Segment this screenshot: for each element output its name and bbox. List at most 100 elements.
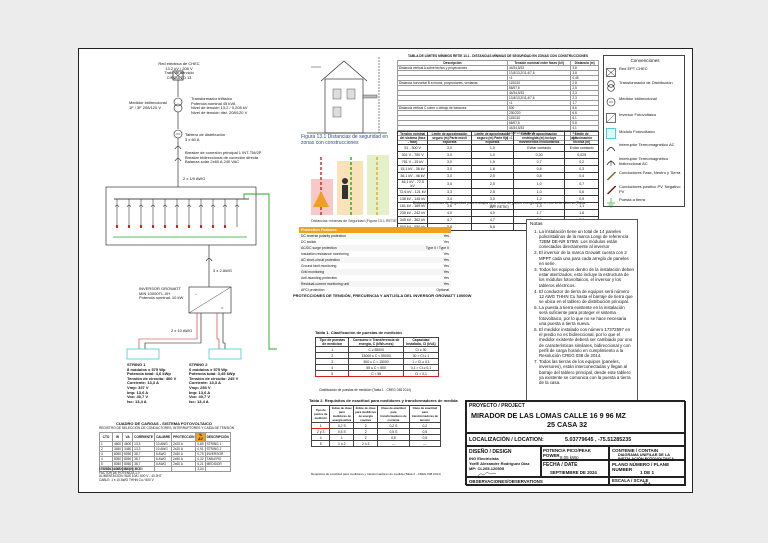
creg-table-1-caption: Clasificación de puestas de medición (Ta…: [319, 388, 411, 392]
breaker-markers: [116, 225, 226, 228]
conductor-row-cell: 8050: [111, 451, 124, 457]
approach-row-cell: 3,0: [427, 151, 472, 159]
date-cell: FECHA / DATE SEPTIEMBRE DE 2024: [541, 460, 609, 477]
approach-table-caption: Distancias mínimas de Seguridad para tra…: [412, 201, 586, 210]
pv-string-2: [208, 348, 242, 360]
safety-figure-caption: Figura 13.1 Distancias de seguridad en z…: [301, 134, 388, 146]
conductor-row-cell: 0,91: [195, 446, 206, 452]
conductor-row-cell: 8050: [111, 461, 124, 467]
approach-row-cell: 72,6 kV - 121 kV: [396, 188, 429, 196]
project-label: PROYECTO / PROJECT: [469, 403, 525, 409]
approach-row-cell: 3,0: [427, 172, 472, 180]
approach-row-cell: 1,0: [470, 144, 514, 152]
ac-breaker-icon: [606, 143, 616, 153]
svg-text:=: =: [221, 305, 224, 310]
approach-row-cell: 4,7: [427, 216, 472, 224]
content-label: CONTENIE / CONTAIN: [612, 448, 659, 453]
creg-table-1-title: Tabla 1. Clasificación de puestas de med…: [315, 330, 402, 335]
approach-row-cell: 5,8: [470, 223, 514, 231]
conductor-row-cell: 8050: [122, 461, 134, 467]
designer-company: ING Electricista: [469, 456, 499, 461]
protection-row-cell: Yes: [398, 281, 451, 287]
conductor-row-cell: 0,75: [195, 451, 206, 457]
protection-row-cell: AC short-circuit protection: [299, 257, 399, 263]
protection-row-cell: Yes: [398, 239, 451, 245]
approach-row-cell: 3,0: [427, 144, 472, 152]
approach-table: Tensión nominal del sistema (fase - fase…: [396, 131, 599, 231]
conductor-row-cell: [171, 466, 197, 472]
legend-title: Convenciones: [630, 58, 660, 63]
note-item: La instalación tiene un total de 14 pane…: [539, 229, 634, 250]
transformer-icon: [606, 80, 616, 92]
observations-cell: OBSERVACIONES/OBSERVATIONS: [466, 477, 609, 486]
title-block: PROYECTO / PROJECT MIRADOR DE LAS LOMAS …: [465, 400, 686, 486]
conductor-row-cell: 4600: [111, 441, 124, 447]
grid-icon: [606, 67, 616, 77]
approach-row-cell: 15,1 kV - 36 kV: [396, 165, 429, 173]
approach-row-cell: 0,30: [512, 151, 566, 159]
pv-module-icon: [606, 127, 616, 139]
approach-row-cell: 1,7: [512, 209, 566, 217]
location-cell: LOCALIZACIÓN / LOCATION: 5.03779645 , -7…: [466, 433, 686, 446]
conductor-table-title: CUADRO DE CARGAS - SISTEMA FOTOVOLTAICO: [115, 421, 213, 426]
notes-title: Notas: [530, 222, 543, 227]
legend-item: Transformador de Distribución: [604, 79, 686, 93]
approach-row-cell: 751 V - 15 kV: [396, 158, 429, 166]
date-label: FECHA / DATE: [543, 462, 578, 468]
approach-row-cell: Evitar contacto: [564, 144, 599, 152]
distance-table-block: TABLA DE LÍMITES MÍNIMOS RETIE 13.1 - DI…: [397, 54, 599, 141]
plane-label: PLANO NÚMERO / PLANE NUMBER: [612, 462, 670, 472]
legend-item: Módulo Fotovoltaico: [604, 126, 686, 140]
protection-row-cell: AC/DC surge protection: [299, 245, 399, 251]
scale-value: N.A: [644, 481, 651, 486]
creg-tables-block: Tabla 1. Clasificación de puestas de med…: [309, 330, 458, 479]
conductor-row-cell: 3450: [111, 446, 124, 452]
approach-row-cell: 0,8: [512, 165, 566, 173]
designer-license: MP: CL205-120505: [469, 466, 505, 471]
protection-row-cell: Type II / Type II: [398, 245, 451, 251]
single-line-diagram: ~ =: [105, 70, 277, 360]
approach-row-cell: 4,0: [470, 209, 514, 217]
conductor-table-block: CUADRO DE CARGAS - SISTEMA FOTOVOLTAICO …: [99, 421, 234, 488]
content-value-2: INSTALACIÓN FOTOVOLTAICA: [618, 457, 675, 461]
project-cell: PROYECTO / PROJECT MIRADOR DE LAS LOMAS …: [466, 401, 686, 433]
protection-row-cell: Insulation resistance monitoring: [299, 251, 399, 257]
design-cell: DISEÑO / DESIGN ING Electricista YorlE A…: [466, 446, 541, 477]
protections-table: Protection Features DC reverse polarity …: [299, 227, 451, 293]
protections-header: Protection Features: [299, 227, 451, 233]
approach-row-cell: Evitar contacto: [512, 144, 566, 152]
plane-value: 1 DE 1: [640, 470, 655, 475]
protection-row-cell: Grid monitoring: [299, 269, 399, 275]
legend-item: Medidor bidireccional: [604, 95, 686, 109]
ground-icon: [606, 198, 616, 208]
cable-label-1: 2 x 1/0 AWG: [183, 176, 206, 181]
protection-row-cell: DC reverse polarity protection: [299, 233, 399, 239]
observations-label: OBSERVACIONES/OBSERVATIONS: [469, 479, 543, 484]
protection-row-cell: Optional: [398, 287, 451, 293]
note-item: La puesta a tierra existente en la insta…: [539, 305, 634, 326]
protections-caption: PROTECCIONES DE TENSIÓN, FRECUENCIA Y AN…: [293, 293, 472, 298]
meter-icon: [606, 97, 616, 107]
designer-name: YorlE Alexander Rodriguez Diaz: [469, 461, 530, 466]
svg-text:~: ~: [195, 292, 198, 297]
breaker-label: Breaker de conexión principal 1 INT-TM/2…: [185, 150, 262, 165]
scale-cell: ESCALA / SCALE N.A: [609, 477, 686, 486]
creg-table-2-row-cell: 1 ó 2: [329, 440, 355, 447]
protections-table-block: Protection Features DC reverse polarity …: [299, 227, 451, 293]
content-value: DIAGRAMA UNIFILAR DE LA: [618, 453, 670, 457]
note-item: El medidor instalado con número 17372597…: [539, 327, 634, 358]
bidirectional-breaker-icon: [606, 157, 616, 167]
